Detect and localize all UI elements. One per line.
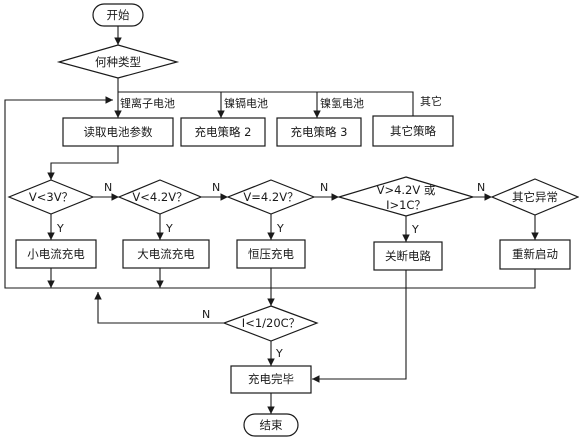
label-y-v3: Y [56, 222, 64, 235]
edge-current-n [94, 292, 224, 324]
branch-label-li-ion: 锂离子电池 [120, 96, 175, 110]
large-current-box: 大电流充电 [122, 239, 210, 269]
end-node: 结束 [243, 413, 299, 437]
decision-overvoltage-overcurrent: V>4.2V 或 I>1C？ [336, 176, 476, 217]
edge-branch-bus [118, 91, 414, 116]
restart-box: 重新启动 [499, 239, 571, 270]
complete-box: 充电完毕 [230, 365, 312, 394]
type-decision: 何种类型 [56, 44, 180, 79]
read-params-label: 读取电池参数 [84, 125, 153, 139]
small-current-label: 小电流充电 [27, 247, 85, 261]
strategy-2-box: 充电策略 2 [180, 117, 266, 147]
label-n-v42: N [212, 181, 220, 194]
decision-other-fault: 其它异常 [490, 178, 579, 216]
label-y-veq42: Y [276, 222, 284, 235]
decision-v-eq-42: V=4.2V？ [226, 179, 316, 215]
complete-label: 充电完毕 [248, 372, 294, 386]
flowchart-edges [4, 26, 539, 414]
strategy-other-label: 其它策略 [390, 124, 436, 138]
label-y-current: Y [275, 347, 283, 360]
label-n-fault: N [477, 181, 485, 194]
constant-voltage-label: 恒压充电 [248, 247, 294, 261]
decision-v-lt-42: V<4.2V？ [117, 179, 203, 215]
small-current-box: 小电流充电 [15, 239, 97, 269]
strategy-3-label: 充电策略 3 [291, 125, 348, 139]
decision-current-low-label: I<1/20C？ [242, 316, 300, 330]
branch-label-nicd: 镍镉电池 [224, 96, 268, 110]
strategy-other-box: 其它策略 [372, 115, 454, 147]
decision-v-lt-3: V<3V？ [7, 179, 95, 215]
constant-voltage-box: 恒压充电 [236, 239, 306, 269]
decision-current-low: I<1/20C？ [222, 305, 319, 342]
start-node: 开始 [92, 3, 144, 27]
edge-loop-back [4, 96, 536, 289]
label-y-v42: Y [165, 222, 173, 235]
label-n-veq42: N [320, 181, 328, 194]
edge-read-to-v3 [47, 146, 119, 180]
strategy-3-box: 充电策略 3 [276, 117, 362, 147]
label-y-fault: Y [411, 223, 419, 236]
cut-circuit-label: 关断电路 [385, 249, 431, 263]
decision-v-eq-42-label: V=4.2V？ [243, 190, 298, 204]
decision-other-fault-label: 其它异常 [512, 190, 558, 204]
branch-label-other: 其它 [420, 94, 442, 108]
decision-v-lt-3-label: V<3V？ [29, 190, 73, 204]
large-current-label: 大电流充电 [137, 247, 195, 261]
decision-v-lt-42-label: V<4.2V？ [132, 190, 187, 204]
decision-fault-line2: I>1C？ [386, 198, 426, 212]
cut-circuit-box: 关断电路 [373, 241, 443, 271]
strategy-2-label: 充电策略 2 [195, 125, 252, 139]
end-label: 结束 [260, 418, 283, 432]
restart-label: 重新启动 [512, 247, 558, 261]
start-label: 开始 [107, 8, 130, 22]
read-params-box: 读取电池参数 [62, 117, 174, 147]
branch-label-nimh: 镍氢电池 [320, 96, 364, 110]
label-n-v3: N [104, 181, 112, 194]
edge-cut-to-complete [312, 270, 407, 383]
type-decision-label: 何种类型 [95, 55, 141, 69]
label-n-current: N [202, 308, 210, 321]
decision-fault-line1: V>4.2V 或 [377, 183, 436, 197]
